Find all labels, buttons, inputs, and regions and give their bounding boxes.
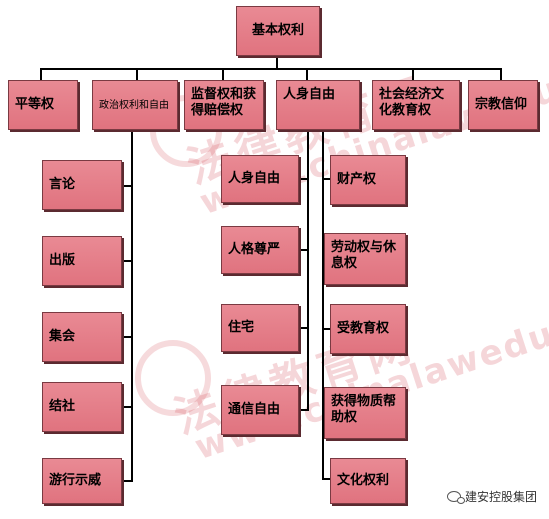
footer-text: 建安控股集团 xyxy=(464,490,537,504)
node-root: 基本权利 xyxy=(236,6,320,56)
connector-cat-1 xyxy=(40,68,42,80)
connector-social-trunk xyxy=(322,130,324,480)
connector-political-2 xyxy=(122,260,132,262)
node-equality: 平等权 xyxy=(8,80,78,130)
connector-root-down xyxy=(276,55,278,69)
node-personal-freedom: 人身自由 xyxy=(276,80,360,130)
node-demonstration: 游行示威 xyxy=(42,458,122,504)
connector-cat-6 xyxy=(500,68,502,80)
node-political-rights: 政治权利和自由 xyxy=(92,80,178,130)
wechat-icon xyxy=(446,491,465,504)
connector-cat-4 xyxy=(306,68,308,80)
connector-personal-3 xyxy=(298,327,308,329)
node-human-dignity: 人格尊严 xyxy=(221,226,299,274)
connector-political-trunk xyxy=(131,130,133,482)
connector-personal-2 xyxy=(298,249,308,251)
connector-cat-5 xyxy=(412,68,414,80)
node-socio-economic-rights: 社会经济文化教育权 xyxy=(372,80,460,130)
node-personal-liberty: 人身自由 xyxy=(221,155,299,203)
watermark-logo-mark xyxy=(135,340,211,416)
node-correspondence: 通信自由 xyxy=(221,385,299,435)
node-religious-freedom: 宗教信仰 xyxy=(468,80,538,130)
connector-social-1 xyxy=(322,178,330,180)
node-material-assistance: 获得物质帮助权 xyxy=(324,387,406,439)
footer-attribution: 建安控股集团 xyxy=(446,488,537,505)
connector-political-1 xyxy=(122,185,132,187)
connector-social-3 xyxy=(322,328,330,330)
connector-top-horizontal xyxy=(40,68,500,70)
node-cultural-rights: 文化权利 xyxy=(330,458,406,504)
node-speech: 言论 xyxy=(42,160,122,210)
connector-political-5 xyxy=(122,480,132,482)
node-assembly: 集会 xyxy=(42,312,122,362)
connector-cat-2 xyxy=(136,68,138,80)
connector-political-3 xyxy=(122,336,132,338)
node-supervision-rights: 监督权和获得赔偿权 xyxy=(184,80,264,130)
connector-cat-3 xyxy=(222,68,224,80)
connector-personal-4 xyxy=(298,409,308,411)
connector-personal-1 xyxy=(298,178,308,180)
node-education: 受教育权 xyxy=(330,304,406,354)
node-labor-and-rest: 劳动权与休息权 xyxy=(324,233,406,285)
connector-social-5 xyxy=(322,478,330,480)
node-property: 财产权 xyxy=(330,155,406,205)
node-residence: 住宅 xyxy=(221,304,299,352)
node-press: 出版 xyxy=(42,236,122,286)
node-association: 结社 xyxy=(42,382,122,432)
connector-personal-trunk xyxy=(307,130,309,411)
connector-political-4 xyxy=(122,406,132,408)
